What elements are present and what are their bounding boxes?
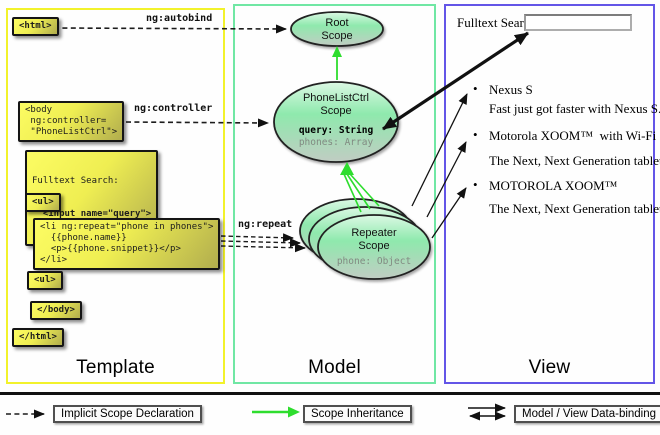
phonelist-phones-prop: phones: Array — [298, 137, 374, 148]
model-column-label: Model — [308, 357, 361, 378]
view-column-frame — [444, 4, 655, 384]
code-li-repeat: <li ng:repeat="phone in phones"> {{phone… — [33, 218, 221, 270]
view-item-title: Nexus S — [489, 82, 533, 97]
legend-databinding-arrows — [468, 403, 506, 421]
bullet-dot: • — [473, 177, 478, 192]
code-ul-open-1: <ul> — [25, 193, 61, 212]
ng-autobind-label: ng:autobind — [146, 13, 213, 24]
phonelistctrl-scope-label: PhoneListCtrl Scope — [302, 92, 370, 117]
legend-implicit-scope-label: Implicit Scope Declaration — [53, 405, 202, 423]
code-html-open: <html> — [12, 17, 59, 36]
ng-controller-label: ng:controller — [134, 103, 213, 114]
query-databinding-arrow — [382, 31, 529, 131]
repeater-scope-label: Repeater Scope — [351, 227, 397, 252]
ng-controller-arrow — [125, 118, 269, 128]
view-item-title: Motorola XOOM™ with Wi-Fi — [489, 128, 657, 143]
fulltext-search-input[interactable] — [524, 14, 632, 31]
legend-inheritance-arrow — [252, 406, 300, 418]
model-column-frame — [233, 4, 436, 384]
inheritance-arrows-repeater-to-phonelist — [340, 162, 380, 213]
code-query-input: <input name="query"> — [32, 209, 152, 219]
view-item-title: MOTOROLA XOOM™ — [489, 178, 618, 193]
ng-repeat-label: ng:repeat — [238, 219, 293, 230]
template-column-label: Template — [76, 357, 155, 378]
code-fulltext-label: Fulltext Search: — [32, 176, 119, 186]
view-item-desc: The Next, Next Generation tablet. — [489, 201, 660, 216]
code-body-close: </body> — [30, 301, 82, 320]
repeater-phone-prop: phone: Object — [336, 256, 412, 267]
ng-repeat-arrows — [220, 233, 306, 253]
ng-autobind-arrow — [53, 24, 287, 34]
code-html-close: </html> — [12, 328, 64, 347]
code-body-open: <body ng:controller= "PhoneListCtrl"> — [18, 101, 125, 142]
repeater-scope-ellipse-front — [317, 214, 431, 280]
code-ul-open-2: <ul> — [27, 271, 63, 290]
view-item-desc: The Next, Next Generation tablet. — [489, 153, 660, 168]
repeater-view-binding-arrows — [411, 93, 468, 239]
legend-databinding-label: Model / View Data-binding — [514, 405, 660, 423]
legend-separator — [0, 392, 660, 395]
view-item-desc: Fast just got faster with Nexus S. — [489, 101, 660, 116]
template-column-frame — [6, 8, 225, 384]
bullet-dot: • — [473, 81, 478, 96]
root-scope-label: Root Scope — [321, 17, 353, 42]
view-column-label: View — [528, 357, 571, 378]
bullet-dot: • — [473, 127, 478, 142]
legend-scope-inheritance-label: Scope Inheritance — [303, 405, 412, 423]
inheritance-arrow-phonelist-to-root — [332, 46, 342, 80]
phonelist-query-prop: query: String — [298, 125, 374, 136]
